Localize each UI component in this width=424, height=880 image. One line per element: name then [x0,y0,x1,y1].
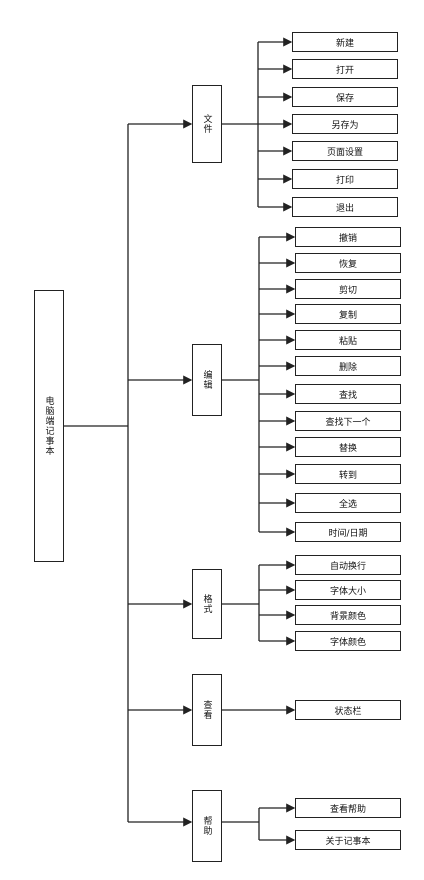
item-page-setup[interactable]: 页面设置 [292,141,398,161]
item-open-label: 打开 [335,65,354,76]
item-font-size-label: 字体大小 [329,586,366,597]
category-edit[interactable]: 编辑 [192,344,222,416]
item-find-label: 查找 [338,390,357,401]
item-view-help-label: 查看帮助 [329,804,366,815]
item-view-help[interactable]: 查看帮助 [295,798,401,818]
item-exit-label: 退出 [335,203,354,214]
item-find[interactable]: 查找 [295,384,401,404]
item-word-wrap[interactable]: 自动换行 [295,555,401,575]
item-font-color-label: 字体颜色 [329,637,366,648]
item-goto-label: 转到 [338,470,357,481]
item-cut[interactable]: 剪切 [295,279,401,299]
category-file[interactable]: 文件 [192,85,222,163]
item-word-wrap-label: 自动换行 [329,561,366,572]
root-label: 电脑端记事本 [43,396,54,456]
item-print-label: 打印 [335,175,354,186]
item-save-label: 保存 [335,93,354,104]
category-help-label: 帮助 [201,816,212,836]
category-help[interactable]: 帮助 [192,790,222,862]
item-save-as[interactable]: 另存为 [292,114,398,134]
item-redo-label: 恢复 [338,259,357,270]
item-save-as-label: 另存为 [331,120,359,131]
item-find-next[interactable]: 查找下一个 [295,411,401,431]
item-paste[interactable]: 粘贴 [295,330,401,350]
item-font-size[interactable]: 字体大小 [295,580,401,600]
item-print[interactable]: 打印 [292,169,398,189]
item-about-label: 关于记事本 [325,836,371,847]
category-format[interactable]: 格式 [192,569,222,639]
item-replace[interactable]: 替换 [295,437,401,457]
root-node: 电脑端记事本 [34,290,64,562]
item-exit[interactable]: 退出 [292,197,398,217]
item-new[interactable]: 新建 [292,32,398,52]
item-time-date[interactable]: 时间/日期 [295,522,401,542]
category-format-label: 格式 [201,594,212,614]
category-edit-label: 编辑 [201,370,212,390]
item-status-bar[interactable]: 状态栏 [295,700,401,720]
item-font-color[interactable]: 字体颜色 [295,631,401,651]
item-page-setup-label: 页面设置 [326,147,363,158]
item-redo[interactable]: 恢复 [295,253,401,273]
item-about[interactable]: 关于记事本 [295,830,401,850]
item-save[interactable]: 保存 [292,87,398,107]
item-open[interactable]: 打开 [292,59,398,79]
item-time-date-label: 时间/日期 [328,528,368,539]
category-view-label: 查看 [201,700,212,720]
category-view[interactable]: 查看 [192,674,222,746]
item-goto[interactable]: 转到 [295,464,401,484]
item-delete[interactable]: 删除 [295,356,401,376]
item-select-all[interactable]: 全选 [295,493,401,513]
item-copy[interactable]: 复制 [295,304,401,324]
item-background-color[interactable]: 背景颜色 [295,605,401,625]
category-file-label: 文件 [201,114,212,134]
item-replace-label: 替换 [338,443,357,454]
item-paste-label: 粘贴 [338,336,357,347]
item-undo-label: 撤销 [338,233,357,244]
item-undo[interactable]: 撤销 [295,227,401,247]
item-status-bar-label: 状态栏 [334,706,362,717]
item-background-color-label: 背景颜色 [329,611,366,622]
item-new-label: 新建 [335,38,354,49]
item-delete-label: 删除 [338,362,357,373]
item-find-next-label: 查找下一个 [325,417,371,428]
item-copy-label: 复制 [338,310,357,321]
item-select-all-label: 全选 [338,499,357,510]
item-cut-label: 剪切 [338,285,357,296]
